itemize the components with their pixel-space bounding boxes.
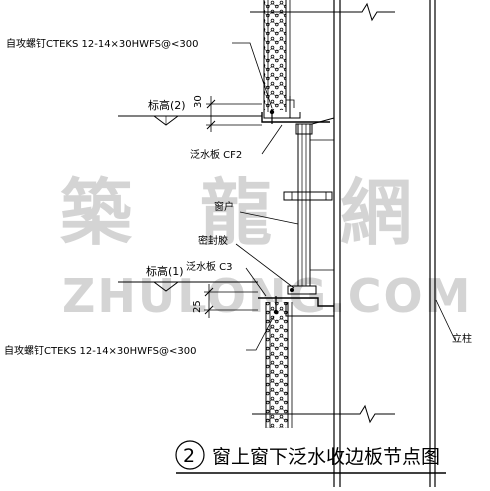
watermark-char-1: 築 [60, 171, 133, 255]
screw-bottom-label: 自攻螺钉CTEKS 12-14×30HWFS@<300 [4, 344, 196, 357]
flashing-top-label: 泛水板 CF2 [190, 148, 242, 161]
screw-top-label: 自攻螺钉CTEKS 12-14×30HWFS@<300 [6, 37, 198, 50]
screw-top [269, 109, 275, 124]
title-text: 窗上窗下泛水收边板节点图 [212, 446, 440, 468]
dimension-top-value: 30 [193, 95, 204, 108]
watermark: 築 龍 網 ZHULONG.COM [60, 171, 470, 323]
window-frame-label: 窗户 [214, 200, 234, 213]
screw-bottom [273, 296, 279, 315]
dimension-top [206, 96, 262, 132]
watermark-char-3: 網 [340, 171, 412, 255]
column-label: 立柱 [452, 332, 472, 345]
bottom-flashing [258, 285, 334, 317]
elevation-top-label: 标高(2) [148, 98, 186, 112]
leader-lines [232, 42, 456, 351]
watermark-char-2: 龍 [200, 171, 272, 255]
lower-wall-panel [265, 302, 293, 428]
dimension-bottom [204, 284, 258, 318]
column [250, 0, 436, 487]
window-frame [283, 117, 335, 287]
title-number: 2 [183, 445, 195, 467]
drawing-title: 2 窗上窗下泛水收边板节点图 [175, 440, 446, 474]
sealant-label: 密封胶 [198, 234, 228, 247]
title-number-circle [175, 440, 205, 470]
elevation-bottom-label: 标高(1) [146, 264, 184, 278]
elevation-top-mark [118, 115, 262, 126]
elevation-bottom-mark [118, 281, 258, 292]
upper-wall-panel [263, 0, 301, 119]
flashing-bottom-label: 泛水板 C3 [186, 260, 233, 273]
dimension-bottom-value: 25 [192, 300, 203, 313]
